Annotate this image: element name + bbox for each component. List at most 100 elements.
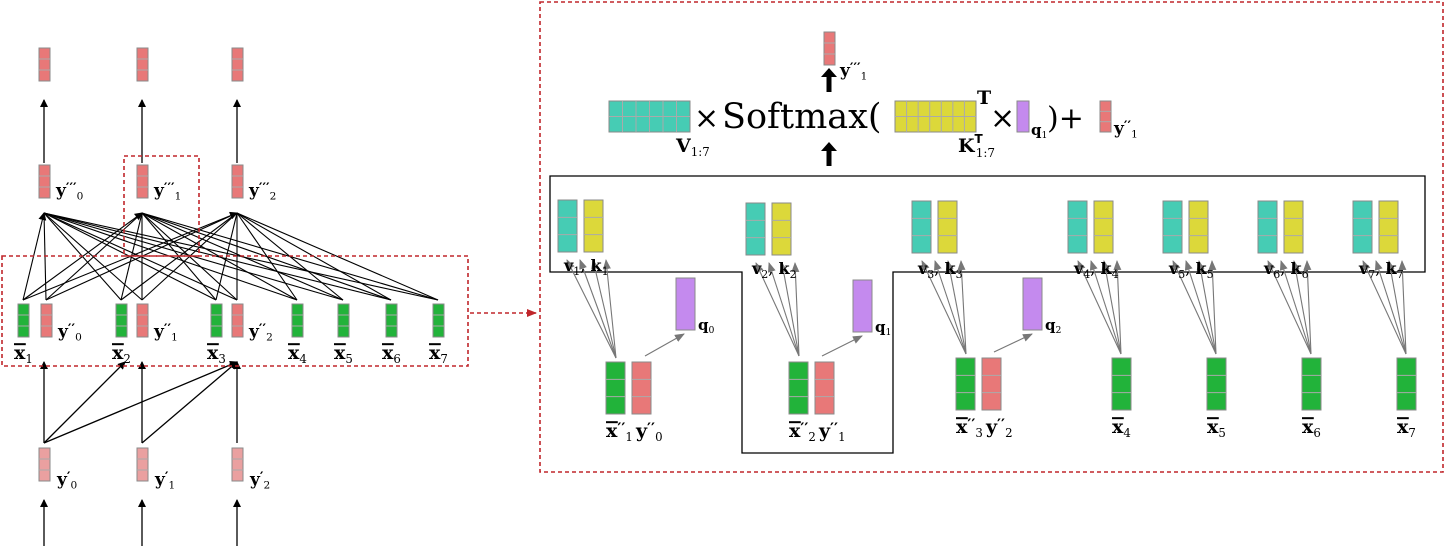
q-label-1-sub: 1	[886, 327, 892, 338]
x-block-5-body	[385, 303, 398, 338]
y2-label-1-sub: 1	[171, 331, 178, 343]
y3-block-0-body	[38, 164, 51, 199]
eq-times-1: ×	[694, 101, 719, 136]
kv-k-sub: 6	[1302, 268, 1309, 281]
y2-label-0-base: y	[57, 322, 69, 342]
fan-arrow-5-2	[1291, 260, 1312, 355]
bottom-x-block-5-body	[1206, 357, 1227, 411]
kv-k-sub: 7	[1397, 268, 1404, 281]
eq-y-block	[1099, 100, 1112, 133]
eq-k-matrix	[894, 100, 977, 133]
bottom-x-block-6	[1301, 357, 1322, 411]
fan-arrow-1-2	[779, 262, 800, 357]
kv-k-sub: 3	[956, 268, 963, 281]
v-block-5-body	[1162, 200, 1183, 254]
fan-arrow-6-2	[1386, 260, 1407, 355]
v-block-3	[911, 200, 932, 254]
y3-label-0-prime: ′′′	[66, 181, 77, 197]
x-block-5	[385, 303, 398, 338]
k-block-6	[1283, 200, 1304, 254]
right-output-label-prime: ′′′	[850, 61, 861, 77]
y1-block-2	[231, 447, 244, 482]
x-label-3: x4	[288, 342, 307, 366]
v-block-2	[745, 202, 766, 256]
v-block-5	[1162, 200, 1183, 254]
x-block-6	[432, 303, 445, 338]
fan-arrow-2-2	[945, 260, 967, 355]
y1-label-0: y′0	[56, 470, 77, 491]
eq-close-plus: )+	[1047, 101, 1084, 136]
fan-arrow-1-0	[755, 262, 800, 357]
bottom-x-block-4-body	[1111, 357, 1132, 411]
v-block-7	[1352, 200, 1373, 254]
y3-block-0	[38, 164, 51, 199]
x-block-1-body	[115, 303, 128, 338]
q-label-2-sub: 2	[1056, 325, 1062, 336]
right-output-label-sub: 1	[861, 70, 868, 82]
kv-label-4: v4, k4	[1073, 259, 1119, 281]
bottom-x-block-7-body	[1396, 357, 1417, 411]
y2-block-2-body	[231, 303, 244, 338]
x-label-5-sub: 6	[393, 352, 401, 366]
y3-label-0-sub: 0	[77, 190, 84, 202]
q-block-0	[675, 277, 696, 331]
bottom-x-block-1	[605, 361, 626, 415]
kv-k: k	[590, 256, 602, 275]
bottom-x-label-6: x6	[1302, 416, 1321, 440]
k-block-3-body	[937, 200, 958, 254]
fan-arrow-0-2	[591, 259, 617, 359]
k-block-2-body	[771, 202, 792, 256]
fan-arrow-3-0	[1077, 260, 1122, 355]
eq-y-block-body	[1099, 100, 1112, 133]
y3-label-1-base: y	[153, 181, 165, 201]
q-arrow-2	[993, 333, 1033, 353]
kv-k: k	[1385, 259, 1397, 278]
y2-label-1-prime: ′′	[164, 322, 172, 338]
y2-label-2-sub: 2	[266, 331, 273, 343]
bottom-y-label-0-prime: ′′	[647, 420, 655, 438]
kv-v: v	[1358, 259, 1369, 278]
v-block-3-body	[911, 200, 932, 254]
y3-label-1-prime: ′′′	[164, 181, 175, 197]
fc-line-2-3	[236, 212, 298, 301]
fan-arrow-2-3	[957, 260, 967, 355]
eq-times-2: ×	[990, 101, 1015, 136]
bottom-x-label-1-prime: ′′	[617, 420, 625, 438]
bottom-x-label-4-base: x	[1112, 416, 1124, 438]
thick-arrow-top	[821, 68, 837, 92]
y3-label-1-sub: 1	[175, 190, 182, 202]
x-block-6-body	[432, 303, 445, 338]
bottom-y-label-2-prime: ′′	[997, 416, 1005, 434]
v-block-6-body	[1257, 200, 1278, 254]
k-block-1	[583, 199, 604, 253]
bottom-x-label-6-sub: 6	[1313, 426, 1321, 440]
mid-arrow-1	[43, 361, 126, 444]
mid-arrow-4	[141, 361, 238, 444]
kv-comma: ,	[1375, 259, 1385, 278]
q-block-2	[1022, 277, 1043, 331]
bottom-x-label-5: x5	[1207, 416, 1226, 440]
kv-v: v	[1073, 259, 1084, 278]
bottom-x-label-7-sub: 7	[1408, 426, 1416, 440]
y3-label-0-base: y	[55, 181, 67, 201]
q-arrow-0	[644, 333, 685, 357]
bottom-x-label-1-base: x	[606, 420, 618, 442]
fan-arrow-5-1	[1279, 260, 1312, 355]
y1-block-1	[136, 447, 149, 482]
bottom-y-label-1-prime: ′′	[830, 420, 838, 438]
v-block-4-body	[1067, 200, 1088, 254]
x-label-0-sub: 1	[25, 352, 33, 366]
kv-label-1: v1, k1	[563, 256, 609, 278]
right-output-label: y′′′1	[839, 61, 867, 82]
x-label-4: x5	[334, 342, 353, 366]
x-block-1	[115, 303, 128, 338]
bottom-x-label-3-prime: ′′	[967, 416, 975, 434]
kv-v: v	[1168, 259, 1179, 278]
bottom-y-label-2-base: y	[985, 416, 998, 438]
kv-v-sub: 5	[1178, 268, 1185, 281]
y3-label-0: y′′′0	[55, 181, 83, 202]
bottom-y-label-0-sub: 0	[655, 430, 663, 444]
kv-v: v	[751, 259, 762, 278]
x-label-2-sub: 3	[218, 352, 226, 366]
